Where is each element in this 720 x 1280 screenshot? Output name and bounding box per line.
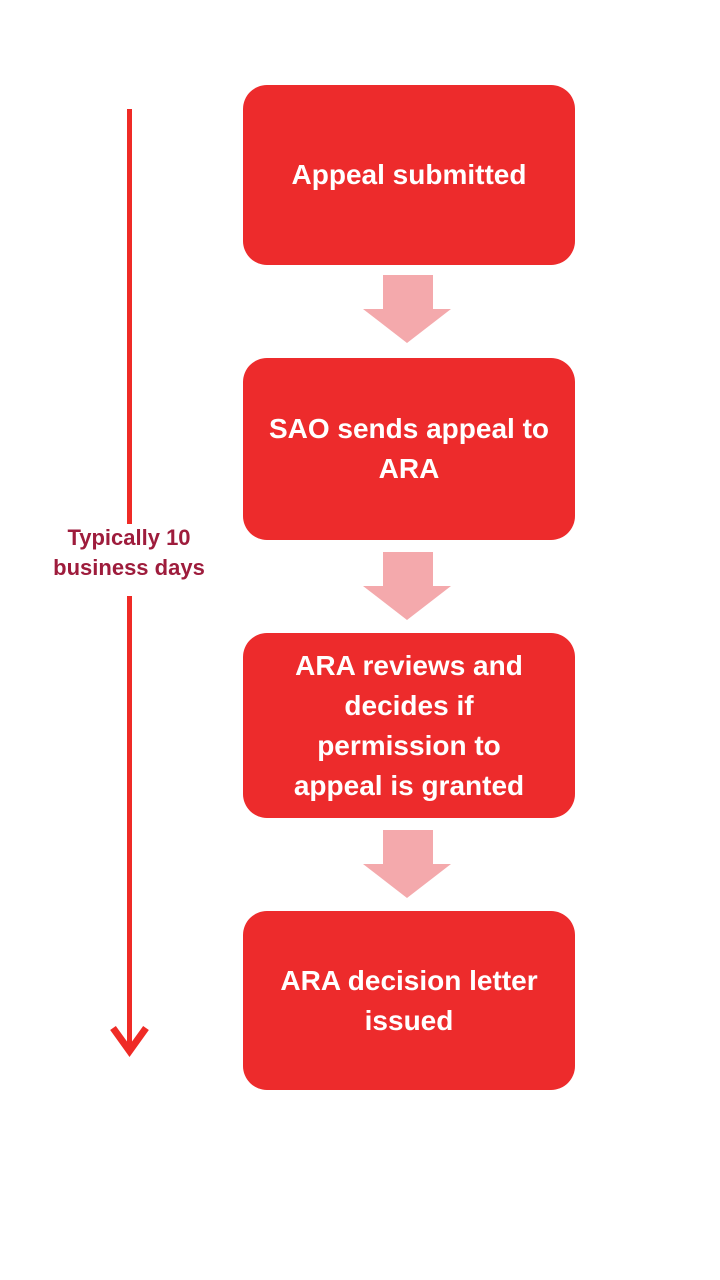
down-block-arrow-icon bbox=[363, 275, 451, 343]
down-block-arrow-icon bbox=[363, 830, 451, 898]
timeline-arrowhead-icon bbox=[110, 1025, 149, 1058]
flow-arrow-2 bbox=[363, 552, 451, 620]
flow-arrow-3 bbox=[363, 830, 451, 898]
step-sao-sends-appeal: SAO sends appeal to ARA bbox=[243, 358, 575, 540]
step-label: Appeal submitted bbox=[291, 159, 527, 190]
step-ara-decision-letter: ARA decision letter issued bbox=[243, 911, 575, 1090]
timeline-duration-label: Typically 10 business days bbox=[53, 525, 205, 580]
step-label: SAO sends appeal to ARA bbox=[268, 413, 550, 484]
down-block-arrow-icon bbox=[363, 552, 451, 620]
step-ara-reviews: ARA reviews and decides if permission to… bbox=[243, 633, 575, 818]
step-label: ARA reviews and decides if permission to… bbox=[293, 649, 525, 801]
flow-arrow-1 bbox=[363, 275, 451, 343]
step-appeal-submitted: Appeal submitted bbox=[243, 85, 575, 265]
step-label: ARA decision letter issued bbox=[280, 964, 538, 1036]
